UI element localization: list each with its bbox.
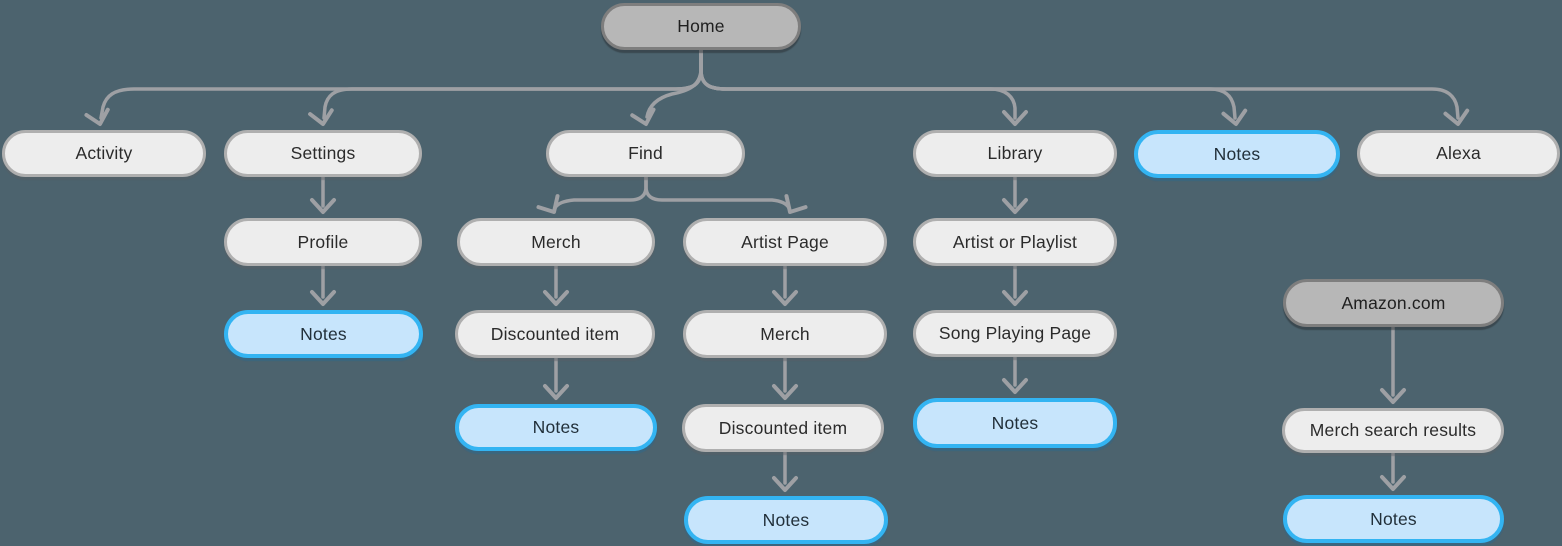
arrowhead-icon (543, 290, 569, 306)
node-label: Artist Page (741, 231, 829, 252)
edge-home-to-activity (99, 48, 703, 120)
node-label: Find (628, 143, 663, 163)
node-alexa[interactable]: Alexa (1357, 130, 1560, 177)
node-discounted-item-1[interactable]: Discounted item (455, 310, 655, 358)
edge-find-to-artist-page (644, 175, 791, 210)
node-notes-merch[interactable]: Notes (455, 404, 657, 451)
node-song-playing-page[interactable]: Song Playing Page (913, 310, 1117, 357)
node-label: Notes (532, 417, 580, 437)
arrowhead-icon (1443, 108, 1470, 126)
arrowhead-icon (784, 194, 808, 214)
node-label: Activity (75, 143, 133, 163)
arrowhead-icon (1380, 475, 1406, 491)
node-notes-home[interactable]: Notes (1134, 130, 1340, 178)
node-artist-page[interactable]: Artist Page (683, 218, 887, 266)
edge-find-to-merch-find (553, 175, 648, 210)
node-label: Alexa (1436, 143, 1481, 163)
arrowhead-icon (1002, 110, 1028, 126)
node-label: Notes (1213, 143, 1261, 164)
node-label: Notes (300, 323, 347, 344)
node-merch-find[interactable]: Merch (457, 218, 655, 266)
node-label: Home (677, 16, 725, 36)
node-profile[interactable]: Profile (224, 218, 422, 266)
edge-home-to-settings (322, 48, 703, 120)
edge-home-to-library (699, 48, 1017, 120)
node-label: Notes (762, 509, 810, 530)
node-notes-artist[interactable]: Notes (684, 496, 888, 544)
arrowhead-icon (772, 290, 798, 306)
node-label: Notes (991, 412, 1039, 433)
edge-home-to-notes-home (699, 48, 1237, 120)
arrowhead-icon (772, 476, 798, 492)
node-label: Merch search results (1309, 420, 1477, 440)
node-label: Merch (531, 231, 581, 252)
edge-home-to-alexa (699, 48, 1460, 120)
node-notes-profile[interactable]: Notes (224, 310, 423, 358)
node-label: Settings (290, 143, 356, 163)
node-label: Merch (760, 323, 810, 344)
node-amazon[interactable]: Amazon.com (1283, 279, 1504, 327)
node-artist-or-playlist[interactable]: Artist or Playlist (913, 218, 1117, 266)
arrowhead-icon (308, 108, 334, 126)
node-label: Artist or Playlist (952, 231, 1078, 252)
arrowhead-icon (630, 107, 656, 126)
node-activity[interactable]: Activity (2, 130, 206, 177)
arrowhead-icon (1002, 378, 1028, 394)
arrowhead-icon (310, 290, 336, 306)
arrowhead-icon (772, 384, 798, 400)
arrowhead-icon (536, 194, 560, 214)
node-label: Discounted item (718, 417, 848, 438)
arrowhead-icon (1002, 290, 1028, 306)
node-merch-artist[interactable]: Merch (683, 310, 887, 358)
node-label: Amazon.com (1341, 292, 1446, 313)
arrowhead-icon (543, 384, 569, 400)
arrowhead-icon (310, 198, 336, 214)
node-discounted-item-2[interactable]: Discounted item (682, 404, 884, 452)
arrowhead-icon (1002, 198, 1028, 214)
edge-home-to-find (645, 48, 703, 119)
node-find[interactable]: Find (546, 130, 745, 177)
node-label: Discounted item (490, 323, 620, 344)
node-label: Notes (1370, 508, 1417, 529)
node-notes-amazon[interactable]: Notes (1283, 495, 1504, 543)
node-notes-library[interactable]: Notes (913, 398, 1117, 448)
arrowhead-icon (84, 107, 110, 126)
node-label: Song Playing Page (938, 323, 1092, 343)
node-library[interactable]: Library (913, 130, 1117, 177)
node-home[interactable]: Home (601, 3, 801, 50)
node-label: Library (987, 143, 1043, 163)
arrowhead-icon (1380, 388, 1406, 404)
node-label: Profile (297, 231, 349, 252)
node-merch-search-results[interactable]: Merch search results (1282, 408, 1504, 453)
node-settings[interactable]: Settings (224, 130, 422, 177)
arrowhead-icon (1221, 108, 1248, 126)
